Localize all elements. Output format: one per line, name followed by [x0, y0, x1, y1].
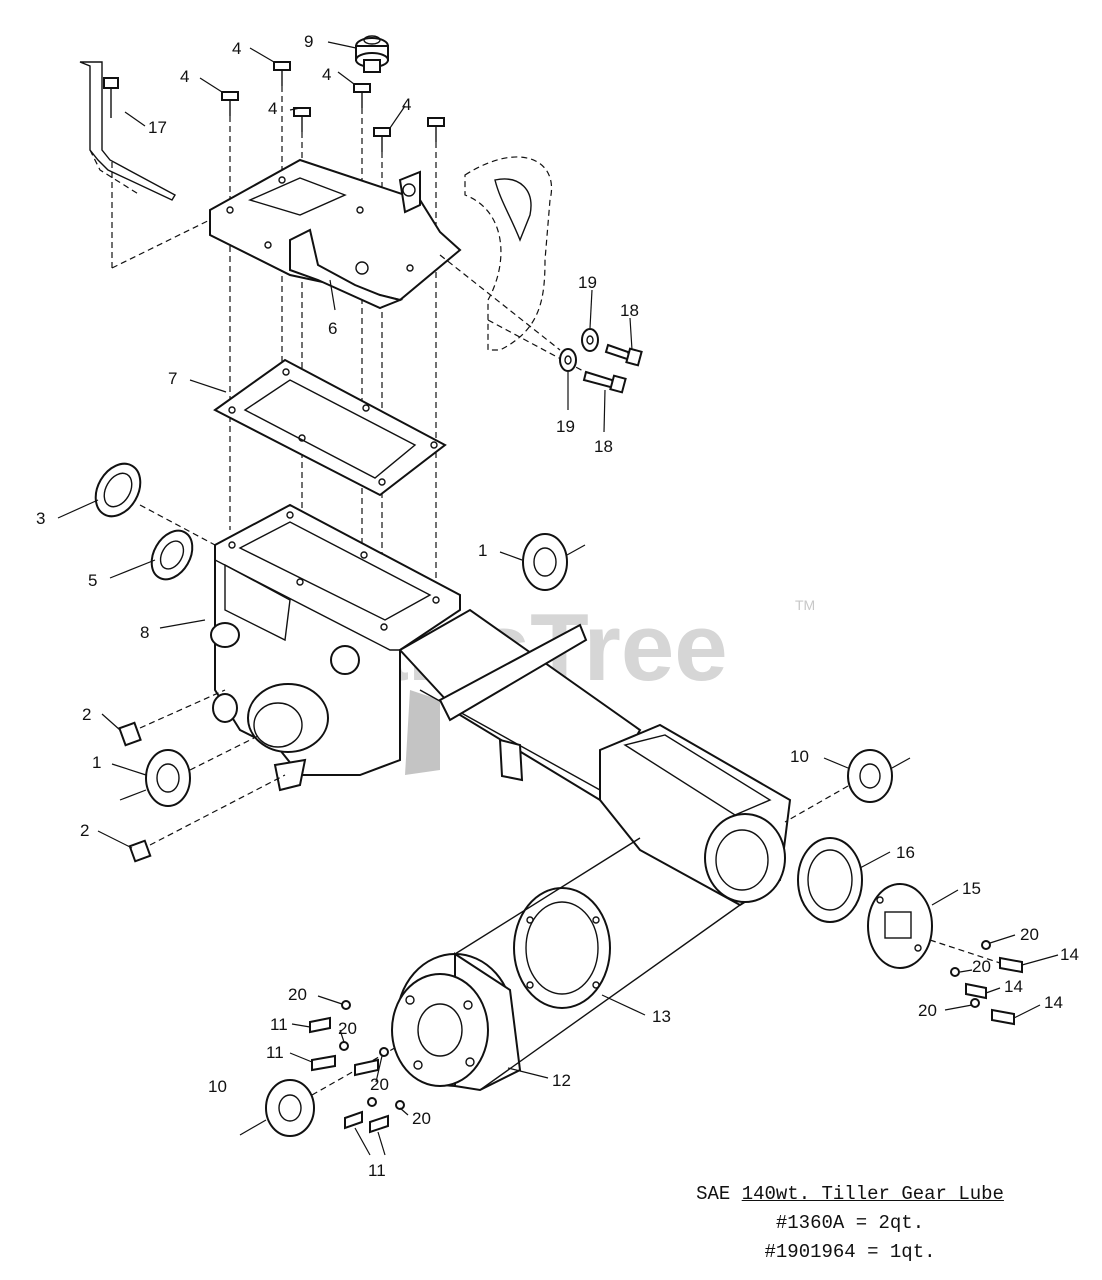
callout-20g: 20: [412, 1109, 431, 1128]
callout-17: 17: [148, 118, 167, 137]
callout-6: 6: [328, 319, 337, 338]
watermark-trademark: TM: [795, 597, 815, 613]
callout-7: 7: [168, 369, 177, 388]
part-11-bolts: [309, 1016, 389, 1134]
chain-guard-outline: [464, 156, 601, 381]
part-19-washer-upper: [581, 328, 599, 352]
callout-4d: 4: [322, 65, 331, 84]
part-15-end-cap: [867, 883, 933, 969]
callout-14b: 14: [1004, 977, 1023, 996]
callout-4b: 4: [232, 39, 241, 58]
part-10-bearing-upper: [784, 749, 911, 823]
part-12-hub-flange: [391, 952, 522, 1092]
part-18-bolt-upper: [604, 343, 643, 367]
part-9-fill-plug: [355, 35, 389, 73]
part-18-bolt-lower: [582, 370, 627, 394]
leader-lines: [57, 41, 1059, 1156]
part-13-gasket: [454, 837, 741, 1091]
callout-20c: 20: [918, 1001, 937, 1020]
callout-4c: 4: [268, 99, 277, 118]
part-5-seal-ring: [150, 529, 194, 581]
part-6-top-plate: [209, 158, 561, 351]
lubrication-note-line2: #1360A = 2qt.: [775, 1212, 925, 1234]
callout-15: 15: [962, 879, 981, 898]
callout-13: 13: [652, 1007, 671, 1026]
callout-1a: 1: [478, 541, 487, 560]
callout-11c: 11: [368, 1161, 386, 1180]
part-20-washers-right: [950, 940, 991, 1008]
part-3-seal: [94, 462, 216, 546]
part-14-bolt-3: [991, 1008, 1015, 1026]
callout-2b: 2: [80, 821, 89, 840]
callout-14a: 14: [1060, 945, 1079, 964]
callout-19b: 19: [556, 417, 575, 436]
callout-12: 12: [552, 1071, 571, 1090]
note-prefix: SAE: [696, 1183, 731, 1205]
callout-4a: 4: [180, 67, 189, 86]
lubrication-note-line3: #1901964 = 1qt.: [764, 1241, 936, 1263]
callout-20b: 20: [972, 957, 991, 976]
callout-1b: 1: [92, 753, 101, 772]
part-1-bearing-right: [522, 533, 586, 591]
callout-9: 9: [304, 32, 313, 51]
lubrication-note: SAE 140wt. Tiller Gear Lube #1360A = 2qt…: [640, 1180, 1060, 1267]
callout-8: 8: [140, 623, 149, 642]
callout-11b: 11: [266, 1043, 284, 1062]
part-1-bearing-left: [119, 734, 261, 807]
lubrication-note-line1: SAE 140wt. Tiller Gear Lube: [640, 1180, 1060, 1209]
callout-4e: 4: [402, 95, 411, 114]
callout-3: 3: [36, 509, 45, 528]
callout-18b: 18: [594, 437, 613, 456]
part-8-gear-housing: [210, 503, 461, 792]
callout-20f: 20: [370, 1075, 389, 1094]
callout-18a: 18: [620, 301, 639, 320]
note-lubricant: 140wt. Tiller Gear Lube: [741, 1183, 1004, 1205]
callout-20e: 20: [338, 1019, 357, 1038]
callout-10a: 10: [790, 747, 809, 766]
callout-10b: 10: [208, 1077, 227, 1096]
part-20-washers-left: [339, 1000, 405, 1110]
callout-11a: 11: [270, 1015, 288, 1034]
callout-14c: 14: [1044, 993, 1063, 1012]
callout-20a: 20: [1020, 925, 1039, 944]
part-4-bolts: [221, 61, 445, 152]
part-2-plug-upper: [118, 689, 226, 747]
part-7-gasket: [213, 358, 447, 497]
part-16-gasket: [797, 837, 863, 923]
part-17-bracket: [79, 61, 231, 269]
callout-2a: 2: [82, 705, 91, 724]
callout-16: 16: [896, 843, 915, 862]
callout-19a: 19: [578, 273, 597, 292]
callout-20d: 20: [288, 985, 307, 1004]
part-14-bolt-2: [965, 982, 987, 1000]
part-19-washer-lower: [559, 348, 577, 372]
callout-labels: 17 4 4 4 4 4 9 6 7 19 18 19 18 3 5 8 1 2…: [36, 32, 1079, 1180]
part-14-bolt-1: [929, 939, 1023, 974]
callout-5: 5: [88, 571, 97, 590]
part-2-plug-lower: [128, 774, 286, 863]
part-8-axle-tube: [398, 608, 792, 907]
